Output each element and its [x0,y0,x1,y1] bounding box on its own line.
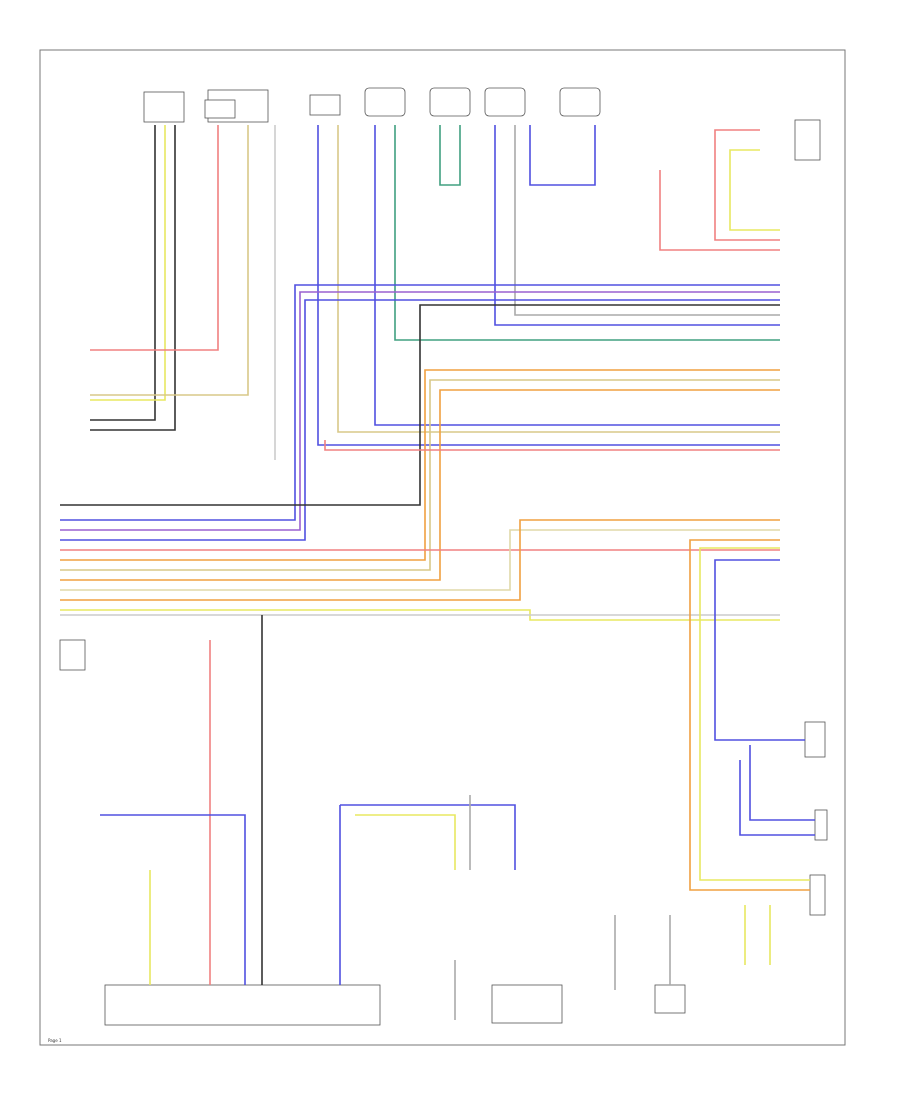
wire-gray-mid [514,125,780,316]
bottom-right-box [491,984,563,1024]
wire-red-mid [324,440,780,451]
wire-dark-left-1 [90,125,156,421]
top-connector-4 [364,87,406,117]
wire-green-mid [394,125,780,341]
wire-violet-long [60,291,780,531]
wire-group [60,125,815,1020]
wire-blue-lower-2 [749,745,815,821]
wire-orange-right [689,539,810,891]
wire-blue-mid-1 [317,125,780,446]
wire-yellow-right [729,149,780,231]
wire-dark-left-2 [90,125,176,431]
wire-blue-loop [529,125,596,186]
wire-yellow-right-2 [699,547,810,881]
wire-tan-mid [337,125,780,433]
wire-red-right-1 [714,129,780,241]
wire-blue-mid-3 [494,125,780,326]
wire-blue-long-1 [60,284,780,521]
right-connector-top [794,119,821,161]
wire-blue-bottom [100,814,246,985]
wire-blue-right [714,559,805,741]
right-connector-lower [814,809,828,841]
wire-blue-long-2 [60,299,780,541]
wire-tan-left [90,125,249,396]
wire-orange-long-3 [60,519,780,601]
top-relay [204,99,236,119]
bottom-module-box [104,984,381,1026]
top-connector-7 [559,87,601,117]
right-connector-mid [804,721,826,758]
wire-green-loop [439,125,461,186]
wire-blue-lower [739,760,815,836]
wire-orange-long-2 [60,389,780,581]
bottom-small-box [654,984,686,1014]
top-connector-1 [143,91,185,123]
corner-label: Page 1 [48,1038,62,1043]
left-relay [59,639,86,671]
wire-tan-long [60,379,780,571]
wire-red-right-2 [659,170,780,251]
diagram-frame [39,49,846,1046]
wire-blue-mid-2 [374,125,780,426]
wire-orange-long-1 [60,369,780,561]
top-connector-3 [309,94,341,116]
wire-beige-long [60,529,780,591]
right-connector-bottom [809,874,826,916]
wire-yellow-module [355,814,456,870]
top-connector-6 [484,87,526,117]
wire-dark-long [60,304,780,506]
top-connector-5 [429,87,471,117]
wire-red-left [90,125,219,351]
wire-yellow-left [90,125,166,401]
wire-blue-module-top [340,804,516,870]
